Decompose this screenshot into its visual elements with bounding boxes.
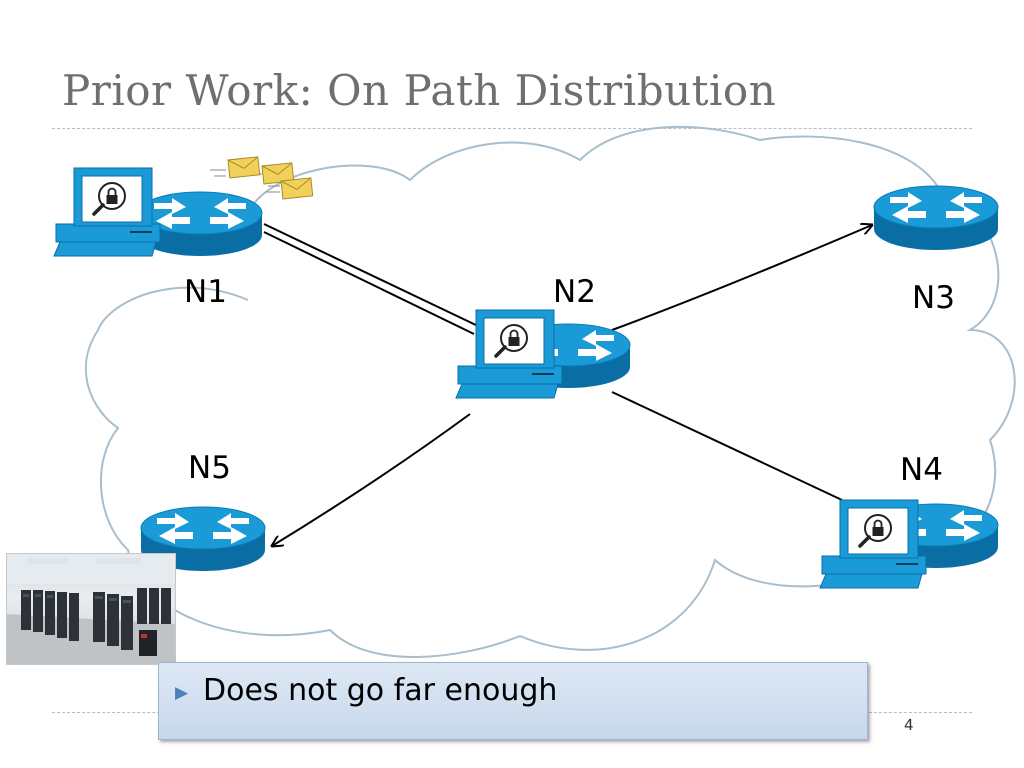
node-label-n2: N2 xyxy=(553,274,596,310)
monitoring-pc-icon xyxy=(818,498,928,590)
node-n4 xyxy=(818,498,999,590)
link-n1-n2-b xyxy=(263,231,475,335)
node-n3 xyxy=(873,185,999,251)
slide-title: Prior Work: On Path Distribution xyxy=(62,66,777,115)
datacenter-photo xyxy=(6,553,176,665)
node-label-n1: N1 xyxy=(184,274,227,310)
link-n2-n3 xyxy=(611,225,872,331)
node-label-n5: N5 xyxy=(188,450,231,486)
callout-text: Does not go far enough xyxy=(203,673,558,708)
link-n2-n4 xyxy=(611,391,843,501)
page-number: 4 xyxy=(904,716,914,734)
node-n2 xyxy=(454,308,631,400)
title-divider xyxy=(52,128,972,129)
node-label-n3: N3 xyxy=(912,280,955,316)
monitoring-pc-icon xyxy=(52,166,162,258)
node-n1 xyxy=(52,166,263,258)
triangle-bullet-icon: ▶ xyxy=(175,683,189,703)
envelopes-icon xyxy=(210,156,314,200)
callout-box: ▶ Does not go far enough xyxy=(158,662,868,740)
router-icon xyxy=(873,185,999,251)
link-n2-n5 xyxy=(272,413,471,546)
node-label-n4: N4 xyxy=(900,452,943,488)
link-n1-n2-a xyxy=(263,223,479,327)
